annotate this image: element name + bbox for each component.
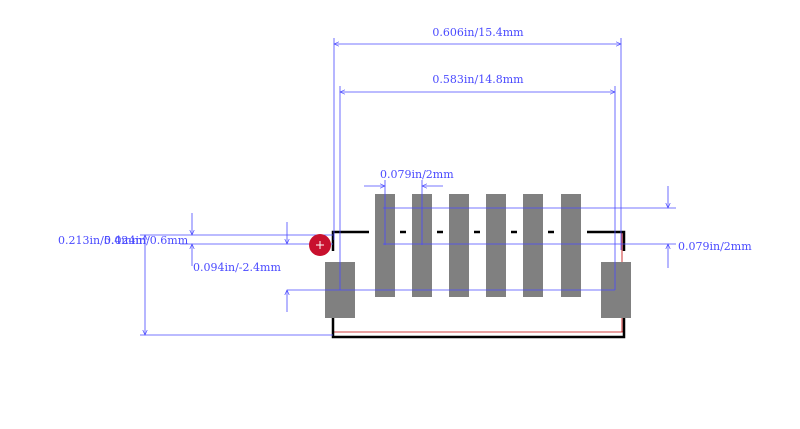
- signal-pad-1: [375, 194, 395, 297]
- pin1-marker: [309, 234, 331, 256]
- left-height-label: 0.213in/5.4mm: [58, 234, 143, 247]
- signal-pad-3: [449, 194, 469, 297]
- pad-span-label: 0.583in/14.8mm: [432, 73, 524, 86]
- pad-length-label: 0.094in/-2.4mm: [193, 261, 281, 274]
- dimension-lines: [140, 38, 676, 335]
- signal-pads: [375, 194, 581, 297]
- silkscreen-outline: [331, 230, 626, 339]
- signal-pad-5: [523, 194, 543, 297]
- signal-pad-2: [412, 194, 432, 297]
- pad-offset-label: 0.024in/0.6mm: [104, 234, 189, 247]
- overall-width-label: 0.606in/15.4mm: [432, 26, 524, 39]
- signal-pad-6: [561, 194, 581, 297]
- pad-width-label: 0.079in/2mm: [678, 240, 752, 253]
- pad-pitch-label: 0.079in/2mm: [380, 168, 454, 181]
- signal-pad-4: [486, 194, 506, 297]
